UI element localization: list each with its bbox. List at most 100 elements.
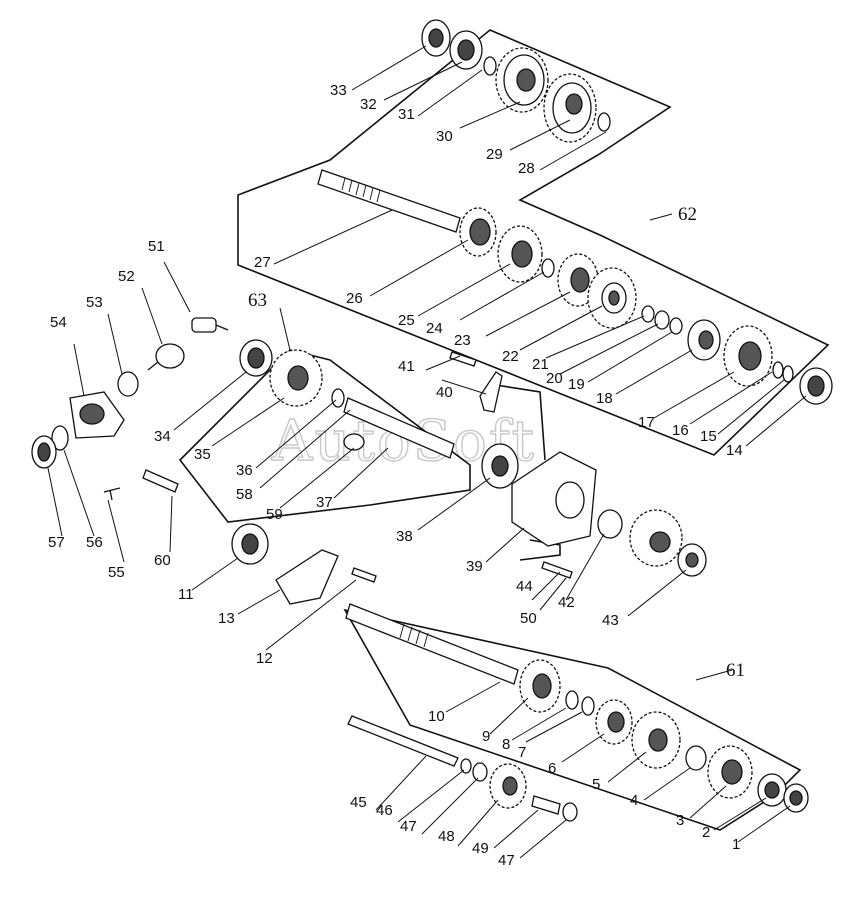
shaft-10-splines [400,624,428,647]
callout-52: 52 [118,268,135,285]
callout-50: 50 [520,610,537,627]
ring-42 [598,510,622,538]
bolt-60 [143,470,178,492]
callout-41: 41 [398,358,415,375]
washer-47-b [563,803,577,821]
gear-9 [520,660,560,712]
lever-40 [480,372,502,412]
ring-46 [461,759,471,773]
middle-assembly [32,318,706,604]
callout-28: 28 [518,160,535,177]
callout-55: 55 [108,564,125,581]
callout-59: 59 [266,506,283,523]
ring-7 [582,697,594,715]
gear-35 [270,350,322,406]
callout-8: 8 [502,736,510,753]
callout-17: 17 [638,414,655,431]
nut-1 [784,784,808,812]
callout-45: 45 [350,794,367,811]
callout-29: 29 [486,146,503,163]
callout-2: 2 [702,824,710,841]
callout-19: 19 [568,376,585,393]
group-63-outline [178,349,471,523]
callout-57: 57 [48,534,65,551]
callout-49: 49 [472,840,489,857]
callout-16: 16 [672,422,689,439]
callout-7: 7 [518,744,526,761]
group-62-outline [237,29,830,456]
gear-26 [460,208,496,256]
group-label-61: 61 [726,660,745,681]
callout-10: 10 [428,708,445,725]
bolt-55 [104,488,120,500]
lower-shaft-assembly [346,604,808,821]
ring-21 [642,306,654,322]
callout-21: 21 [532,356,549,373]
ring-37 [344,434,364,450]
gear-17 [724,326,772,386]
synchro-18 [688,320,720,360]
callout-3: 3 [676,812,684,829]
callout-20: 20 [546,370,563,387]
callout-33: 33 [330,82,347,99]
callout-14: 14 [726,442,743,459]
ring-15 [783,366,793,382]
callout-47: 47 [498,852,515,869]
callout-30: 30 [436,128,453,145]
callout-60: 60 [154,552,171,569]
callout-38: 38 [396,528,413,545]
bearing-32 [450,31,482,69]
callout-32: 32 [360,96,377,113]
shaft-45 [348,716,458,766]
callout-15: 15 [700,428,717,445]
shaft-58 [344,398,454,458]
synchro-6 [596,700,632,744]
callout-47: 47 [400,818,417,835]
callout-11: 11 [178,586,194,603]
ring-28 [598,113,610,131]
callout-42: 42 [558,594,575,611]
callout-1: 1 [732,836,740,853]
callout-27: 27 [254,254,271,271]
callout-43: 43 [602,612,619,629]
gear-25 [498,226,542,282]
bracket-39-bore [556,482,584,518]
seal-56 [52,426,68,450]
bearing-38 [482,444,518,488]
ring-24 [542,259,554,277]
callout-23: 23 [454,332,471,349]
gear-29 [544,74,596,142]
bearing-2 [758,774,786,806]
ring-8 [566,691,578,709]
washer-47-a [473,763,487,781]
gear-3 [708,746,752,798]
callout-6: 6 [548,760,556,777]
gear-5 [632,712,680,768]
group-label-63: 63 [248,290,267,311]
callout-36: 36 [236,462,253,479]
callout-31: 31 [398,106,415,123]
sensor-52 [148,344,184,370]
callout-24: 24 [426,320,443,337]
plate-13 [276,550,338,604]
callout-56: 56 [86,534,103,551]
callout-labels: 1234567891011121314151617181920212223242… [48,82,743,869]
callout-40: 40 [436,384,453,401]
bracket-39 [512,452,596,546]
shaft-27-splines [342,178,380,202]
ring-20 [655,311,669,329]
callout-18: 18 [596,390,613,407]
housing-54-bore [80,404,104,424]
pin-41 [450,352,476,366]
leader-lines [47,45,807,859]
sleeve-49 [532,796,560,814]
callout-48: 48 [438,828,455,845]
shaft-27 [318,170,460,232]
bolt-44 [542,562,572,578]
bearing-34 [240,340,272,376]
gear-22 [588,268,636,328]
callout-5: 5 [592,776,600,793]
callout-25: 25 [398,312,415,329]
upper-shaft-assembly [318,20,832,404]
